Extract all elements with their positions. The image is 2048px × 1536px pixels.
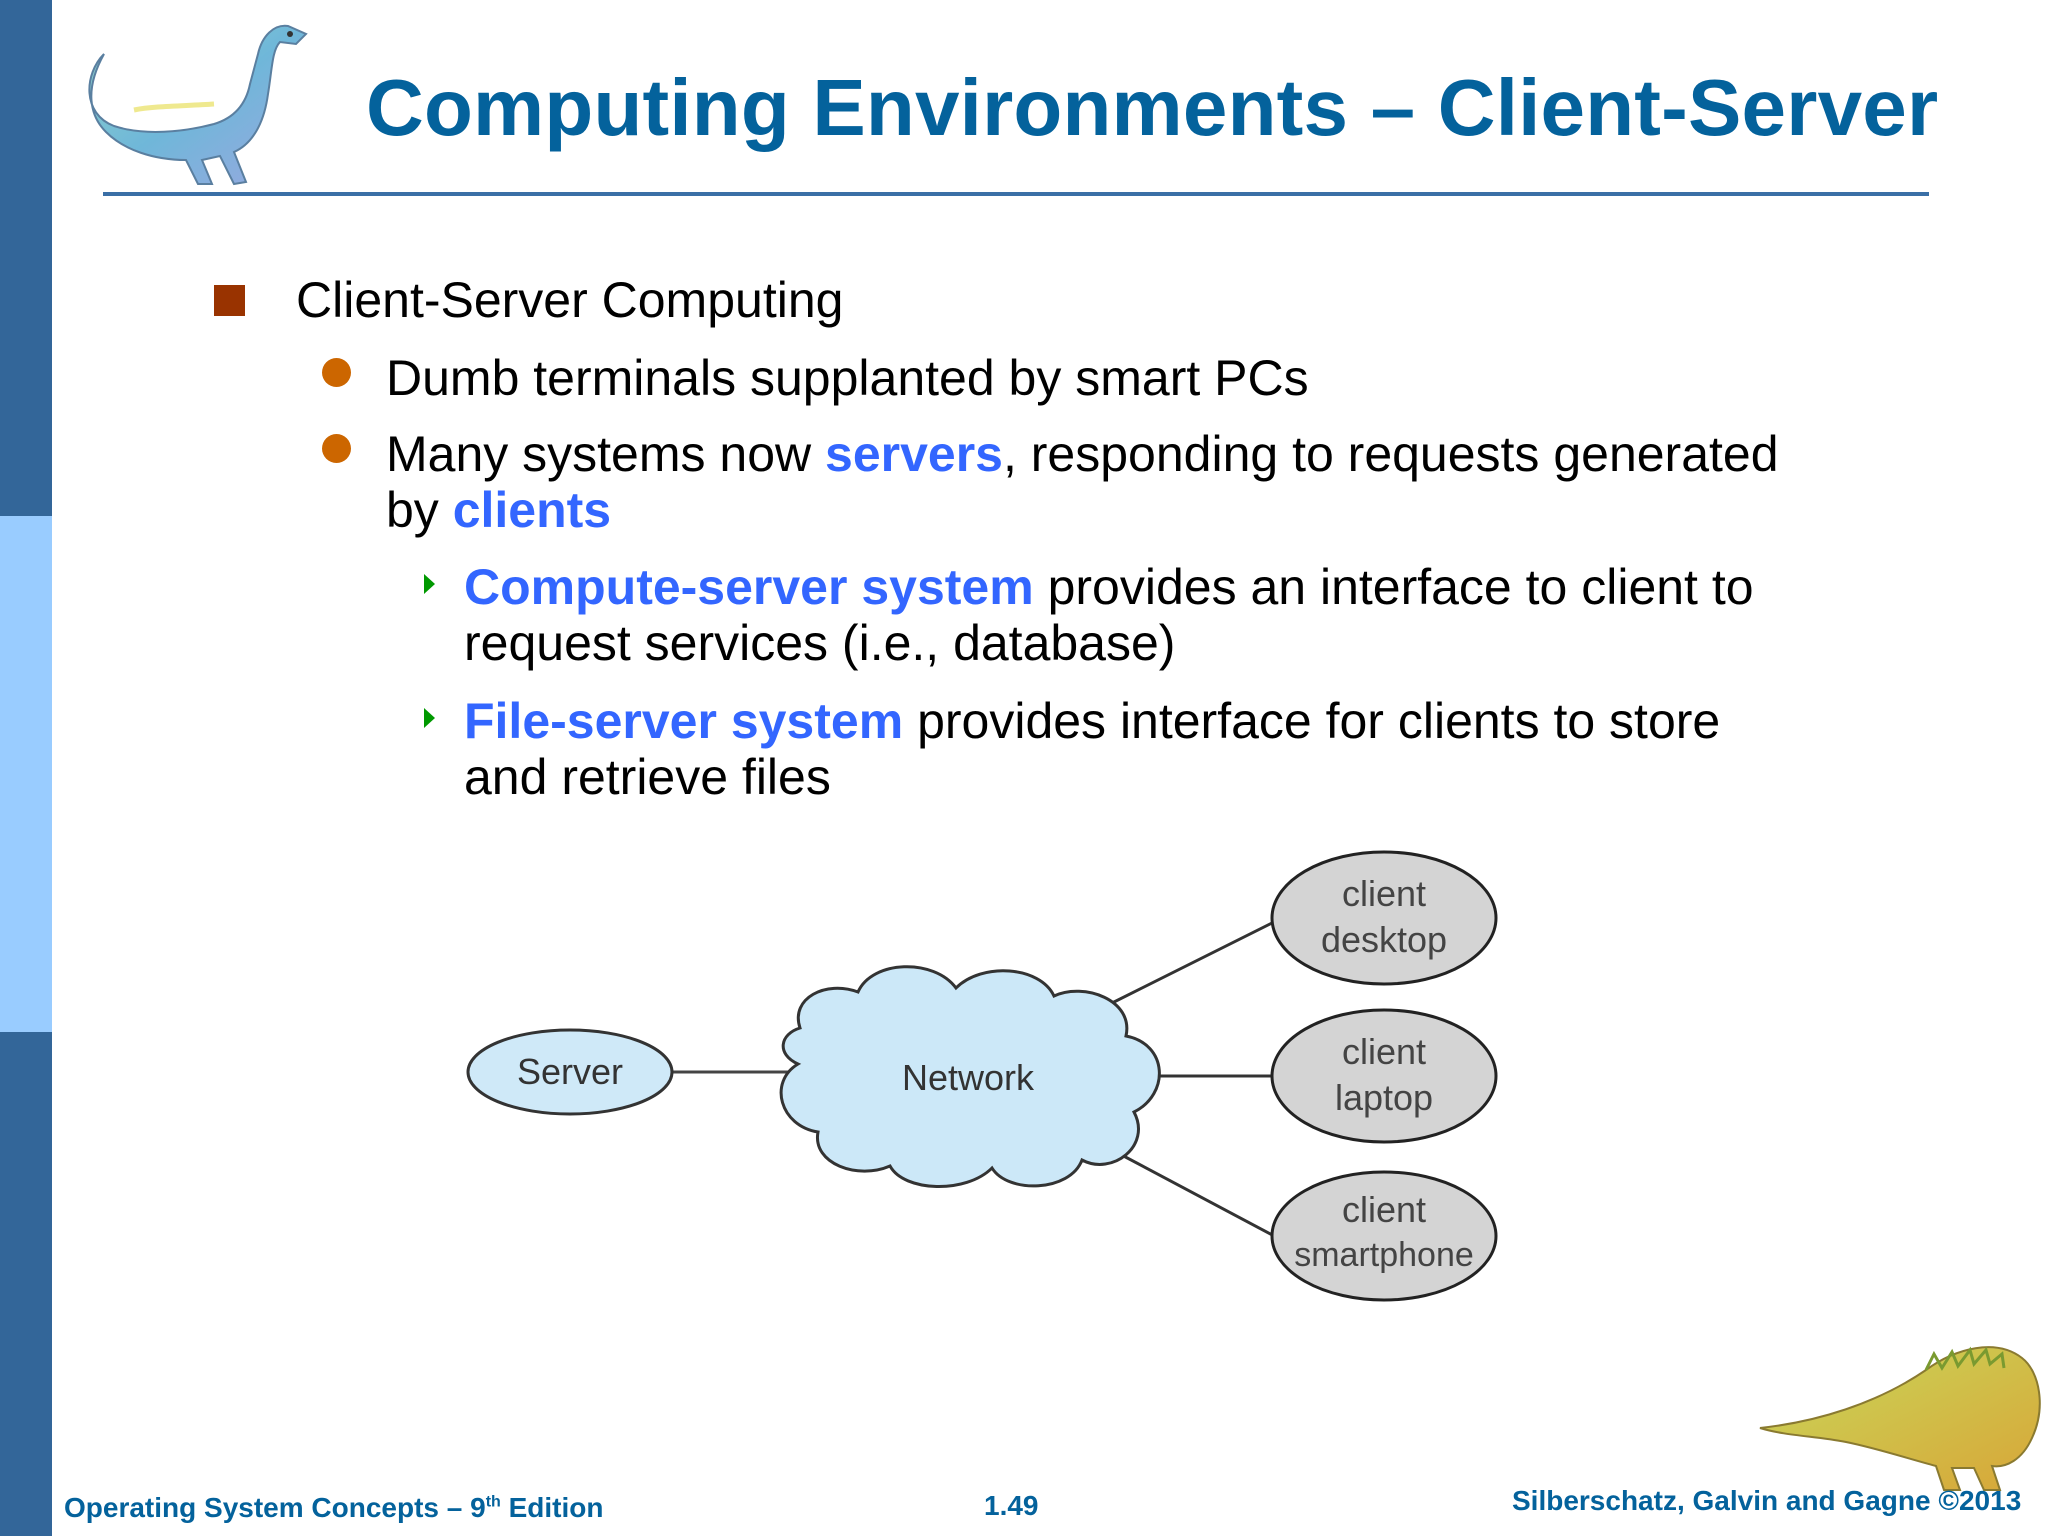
client-desktop-label-2: desktop [1321,919,1447,960]
square-bullet-icon [214,285,245,316]
bullet-dumb-terminals: Dumb terminals supplanted by smart PCs [386,350,1309,406]
text-segment: Many systems now [386,426,826,482]
client-laptop-node [1270,1008,1498,1144]
keyword-servers: servers [825,426,1003,482]
footer-copyright: Silberschatz, Galvin and Gagne ©2013 [1512,1485,2022,1516]
text-segment: and retrieve files [464,749,831,805]
dinosaur-icon [1759,1346,2041,1491]
server-node [466,1028,674,1116]
dot-bullet-icon [322,434,351,463]
footer-sup: th [485,1493,501,1511]
dinosaur-icon [88,24,308,186]
keyword-file-server: File-server system [464,693,904,749]
bullet-compute-server: Compute-server system provides an interf… [464,559,1884,671]
dot-bullet-icon [322,358,351,387]
client-smartphone-node [1270,1170,1498,1302]
text-segment: by [386,482,453,538]
bullet-file-server: File-server system provides interface fo… [464,693,1884,805]
server-label: Server [517,1051,623,1092]
arrow-bullet-icon [424,574,435,594]
footer-text: Edition [500,1492,604,1523]
connector-line [1109,920,1275,1006]
text-segment: provides interface for clients to store [903,693,1721,749]
network-cloud [779,965,1161,1188]
network-label: Network [902,1057,1035,1098]
footer-text: Operating System Concepts – 9 [64,1492,486,1523]
bullet-many-systems: Many systems now servers, responding to … [386,426,1886,538]
client-laptop-label-1: client [1342,1031,1426,1072]
slide-title: Computing Environments – Client-Server [366,63,1939,152]
text-segment: provides an interface to client to [1033,559,1754,615]
sidebar-band-top [0,0,52,516]
keyword-clients: clients [452,482,612,538]
slide-number: 1.49 [984,1490,1039,1521]
client-smartphone-label-2: smartphone [1294,1236,1474,1274]
slide-sidebar [0,0,52,1536]
client-laptop-label-2: laptop [1335,1077,1433,1118]
title-divider [103,192,1929,196]
text-segment: , responding to requests generated [1002,426,1779,482]
client-desktop-label-1: client [1342,873,1426,914]
client-smartphone-label-1: client [1342,1189,1426,1230]
connector-line [1115,1150,1279,1240]
bullet-client-server: Client-Server Computing [296,272,844,328]
sidebar-band-bottom [0,1032,52,1536]
client-desktop-node [1270,850,1498,986]
sidebar-band-middle [0,516,52,1032]
text-segment: request services (i.e., database) [464,615,1176,671]
keyword-compute-server: Compute-server system [464,559,1034,615]
footer-book-title: Operating System Concepts – 9th Edition [64,1492,603,1524]
arrow-bullet-icon [424,708,435,728]
